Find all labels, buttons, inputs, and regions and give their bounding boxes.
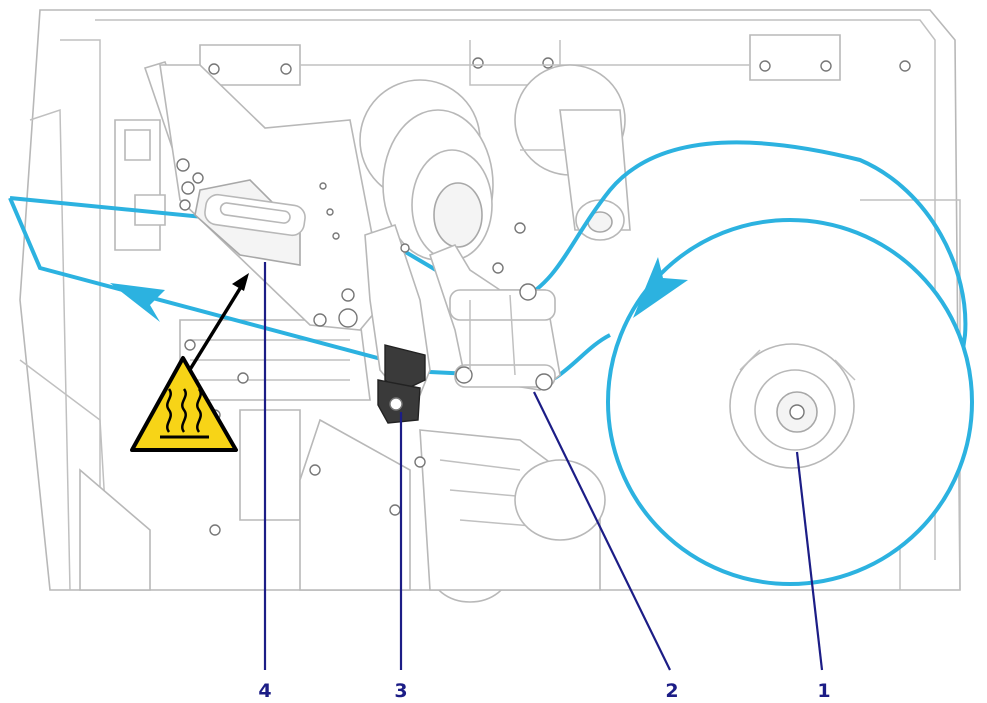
callout-line-2	[533, 391, 671, 671]
printhead-assembly	[143, 61, 386, 331]
callout-label-2: 2	[665, 680, 678, 702]
hot-surface-warning-icon	[130, 273, 249, 452]
callout-lines	[263, 262, 824, 671]
callout-label-1: 1	[817, 680, 830, 702]
peel-bar-bracket	[364, 223, 431, 424]
callout-label-3: 3	[394, 680, 407, 702]
arrow-icon	[110, 283, 165, 322]
arrow-icon	[633, 257, 688, 318]
lower-roller-assembly	[429, 244, 561, 391]
media-roll	[606, 218, 974, 586]
callout-label-4: 4	[258, 680, 271, 702]
callout-line-1	[795, 451, 824, 671]
